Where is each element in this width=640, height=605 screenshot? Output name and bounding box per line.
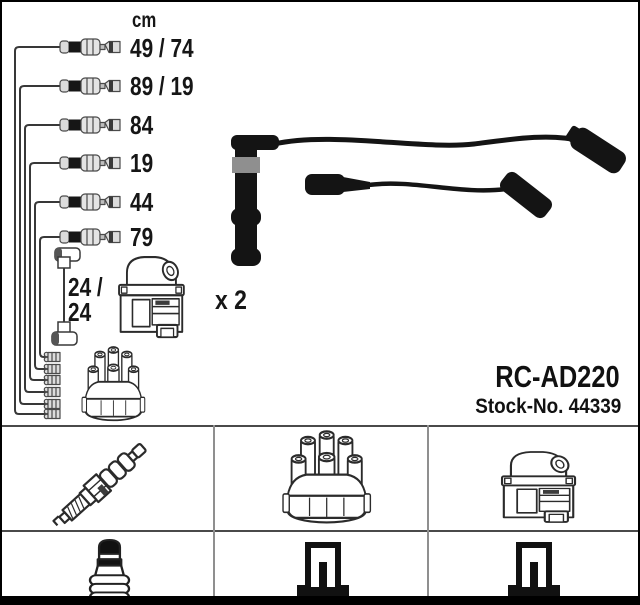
legend-table-row-divider [2, 530, 638, 532]
cable-length-3: 84 [130, 110, 154, 140]
cable-length-6: 79 [130, 222, 154, 252]
stock-number: Stock-No. 44339 [474, 395, 621, 418]
legend-table-col-divider-2 [427, 425, 429, 605]
cable-length-4: 19 [130, 148, 154, 178]
legend-table-top-border [2, 425, 638, 427]
cable-boot-angled [565, 125, 626, 174]
cable-length-5: 44 [130, 187, 154, 217]
cable-wires [14, 46, 61, 415]
cable-boot-angled [499, 171, 553, 219]
coil-quantity: x 2 [215, 285, 247, 315]
coil-lead-length-line2: 24 [68, 297, 92, 327]
bottom-border-bar [2, 596, 638, 605]
distributor-cap-drawing-main [81, 346, 146, 422]
ignition-cable-photo-short [305, 171, 553, 219]
coil-lead-drawing [51, 247, 81, 346]
legend-terminal-nut [88, 538, 131, 604]
unit-label: cm [132, 9, 157, 32]
legend-ignition-coil [500, 450, 577, 524]
part-number: RC-AD220 [495, 359, 620, 394]
legend-distributor-cap [281, 430, 372, 524]
ignition-cable-photo-long [231, 125, 626, 266]
distributor-end-connectors [43, 351, 61, 420]
legend-table-col-divider-1 [213, 425, 215, 605]
ignition-coil-drawing-main [117, 255, 185, 339]
cable-length-2: 89 / 19 [130, 71, 194, 101]
cable-length-1: 49 / 74 [130, 33, 194, 63]
cable-set-schematic [14, 38, 121, 420]
legend-din-terminal-1 [297, 542, 349, 599]
plug-end-connectors [59, 38, 121, 246]
coil-lead-length-line1: 24 / [68, 272, 103, 302]
legend-spark-plug [48, 437, 152, 534]
legend-din-terminal-2 [508, 542, 560, 599]
